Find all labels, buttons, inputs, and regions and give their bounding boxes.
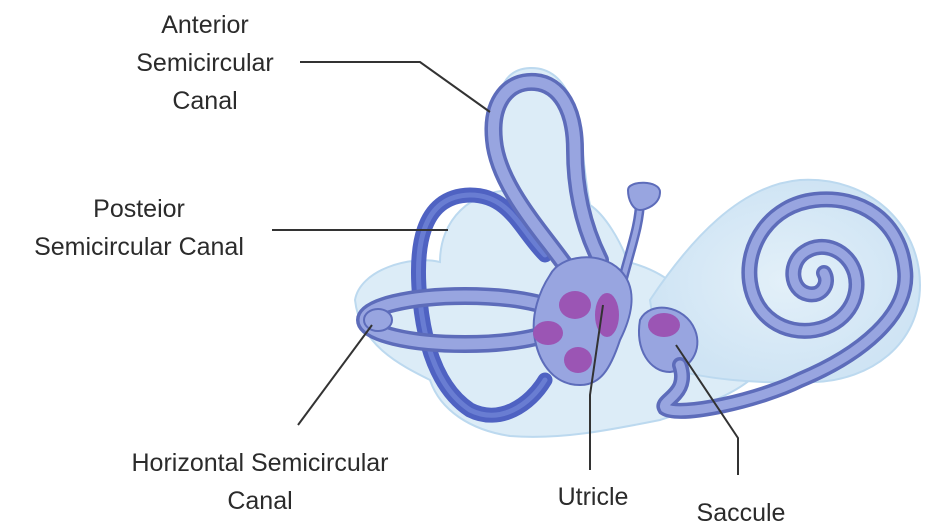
anterior-label-line-1: Anterior (112, 6, 298, 44)
anterior-leader-line (300, 62, 490, 112)
posterior-label-line-2: Semicircular Canal (8, 228, 270, 266)
horizontal-leader-line (298, 325, 372, 425)
label-posterior-canal: Posteior Semicircular Canal (8, 190, 270, 266)
anterior-label-line-2: Semicircular (112, 44, 298, 82)
label-anterior-canal: Anterior Semicircular Canal (112, 6, 298, 120)
posterior-label-line-1: Posteior (8, 190, 270, 228)
label-saccule: Saccule (684, 494, 798, 532)
horizontal-label-line-1: Horizontal Semicircular (100, 444, 420, 482)
utricle-label-text: Utricle (540, 478, 646, 516)
saccule-label-text: Saccule (684, 494, 798, 532)
anterior-label-line-3: Canal (112, 82, 298, 120)
label-utricle: Utricle (540, 478, 646, 516)
horizontal-label-line-2: Canal (100, 482, 420, 520)
label-horizontal-canal: Horizontal Semicircular Canal (100, 444, 420, 520)
